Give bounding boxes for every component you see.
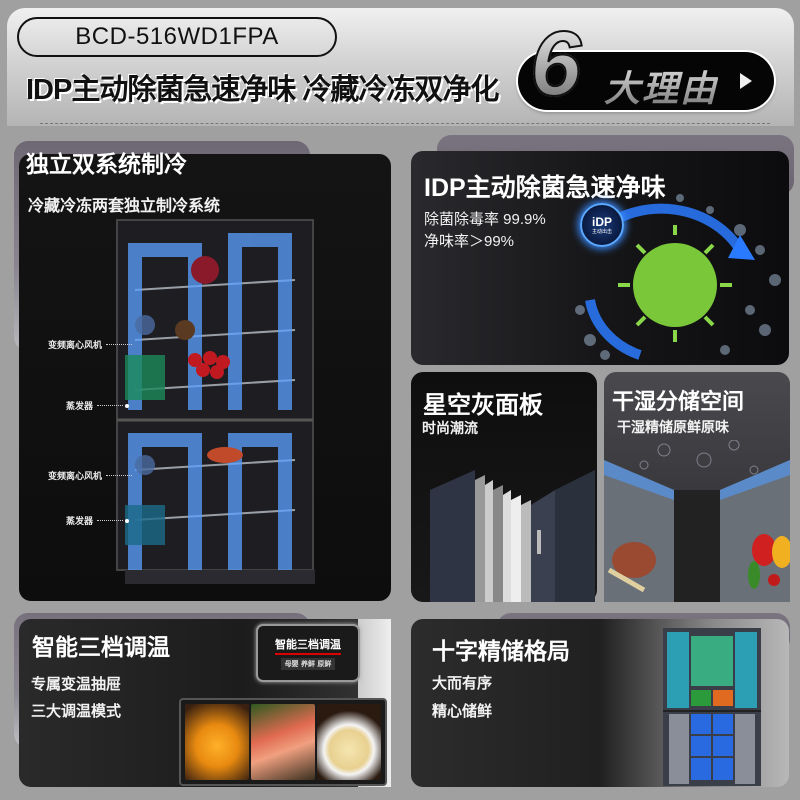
callout-fan-lower: 变频离心风机 <box>48 469 133 482</box>
callout-evaporator-lower: 蒸发器 <box>66 514 130 527</box>
food-images-strip <box>179 698 387 786</box>
play-arrow-icon[interactable] <box>740 73 752 89</box>
feature-line: 三大调温模式 <box>31 703 122 720</box>
reasons-number: 6 <box>529 13 582 115</box>
reasons-label: 大理由 <box>604 60 718 112</box>
feature-subtitle: 时尚潮流 <box>422 420 478 436</box>
idp-badge: iDP 主动出击 <box>580 203 624 247</box>
divider <box>40 123 770 124</box>
soup-image <box>317 704 381 780</box>
feature-title: IDP主动除菌急速净味 <box>424 174 666 202</box>
model-number-pill: BCD-516WD1FPA <box>17 17 337 57</box>
deodorization-rate: 净味率＞99% <box>424 233 515 250</box>
dry-wet-storage-illustration <box>604 440 790 602</box>
shrimp-image <box>251 704 315 780</box>
feature-line: 专属变温抽屉 <box>31 676 122 693</box>
headline: IDP主动除菌急速净味 冷藏冷冻双净化 <box>26 74 499 106</box>
feature-title: 十字精储格局 <box>432 638 570 664</box>
feature-line: 大而有序 <box>432 675 493 692</box>
dual-cooling-fridge-illustration <box>116 219 315 584</box>
callout-fan-upper: 变频离心风机 <box>48 338 133 351</box>
feature-subtitle: 冷藏冷冻两套独立制冷系统 <box>28 198 221 215</box>
feature-title: 智能三档调温 <box>32 634 170 660</box>
temp-control-display: 智能三档调温 母婴 养鲜 原鲜 <box>256 624 360 682</box>
sterilization-rate: 除菌除毒率 99.9% <box>424 211 546 228</box>
juice-image <box>185 704 249 780</box>
feature-title: 独立双系统制冷 <box>26 151 187 177</box>
feature-title: 干湿分储空间 <box>612 389 745 414</box>
panel-layers-illustration <box>430 470 595 602</box>
feature-title: 星空灰面板 <box>423 392 543 419</box>
feature-subtitle: 干湿精储原鲜原味 <box>617 419 729 435</box>
six-reasons-badge[interactable] <box>518 52 774 110</box>
feature-line: 精心储鲜 <box>432 703 493 720</box>
cross-door-fridge-illustration <box>663 628 761 786</box>
callout-evaporator-upper: 蒸发器 <box>66 399 130 412</box>
